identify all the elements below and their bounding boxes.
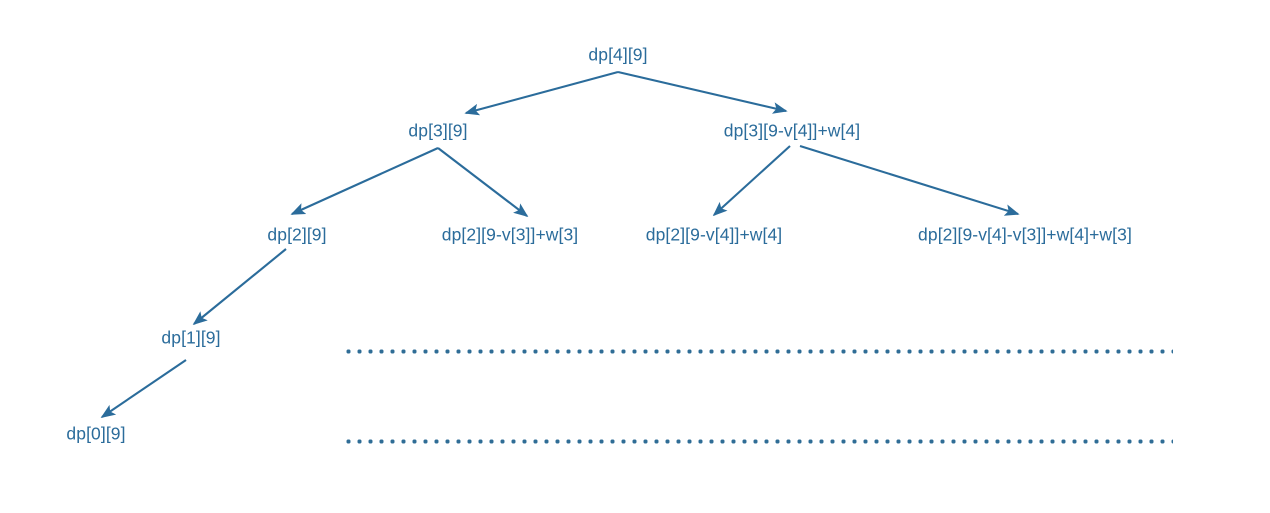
tree-node-n1: dp[3][9]: [408, 120, 468, 141]
tree-edge: [437, 147, 529, 218]
tree-node-n4: dp[2][9-v[3]]+w[3]: [441, 224, 579, 245]
tree-edge: [100, 359, 187, 418]
tree-edge: [290, 147, 439, 215]
tree-node-n8: dp[0][9]: [66, 423, 126, 444]
tree-node-n0: dp[4][9]: [588, 44, 648, 65]
ellipsis-dotted-line-1: [343, 348, 1173, 354]
tree-edge: [464, 70, 619, 116]
tree-node-n5: dp[2][9-v[4]]+w[4]: [645, 224, 783, 245]
tree-edge: [192, 248, 287, 326]
tree-node-n6: dp[2][9-v[4]-v[3]]+w[4]+w[3]: [918, 224, 1132, 245]
tree-node-n7: dp[1][9]: [161, 327, 221, 348]
tree-edge: [712, 145, 791, 217]
tree-edge: [617, 70, 788, 114]
ellipsis-dotted-line-2: [343, 438, 1173, 444]
tree-edge: [799, 144, 1020, 216]
tree-node-n2: dp[3][9-v[4]]+w[4]: [723, 120, 861, 141]
tree-node-n3: dp[2][9]: [267, 224, 327, 245]
edges: [100, 70, 1020, 418]
